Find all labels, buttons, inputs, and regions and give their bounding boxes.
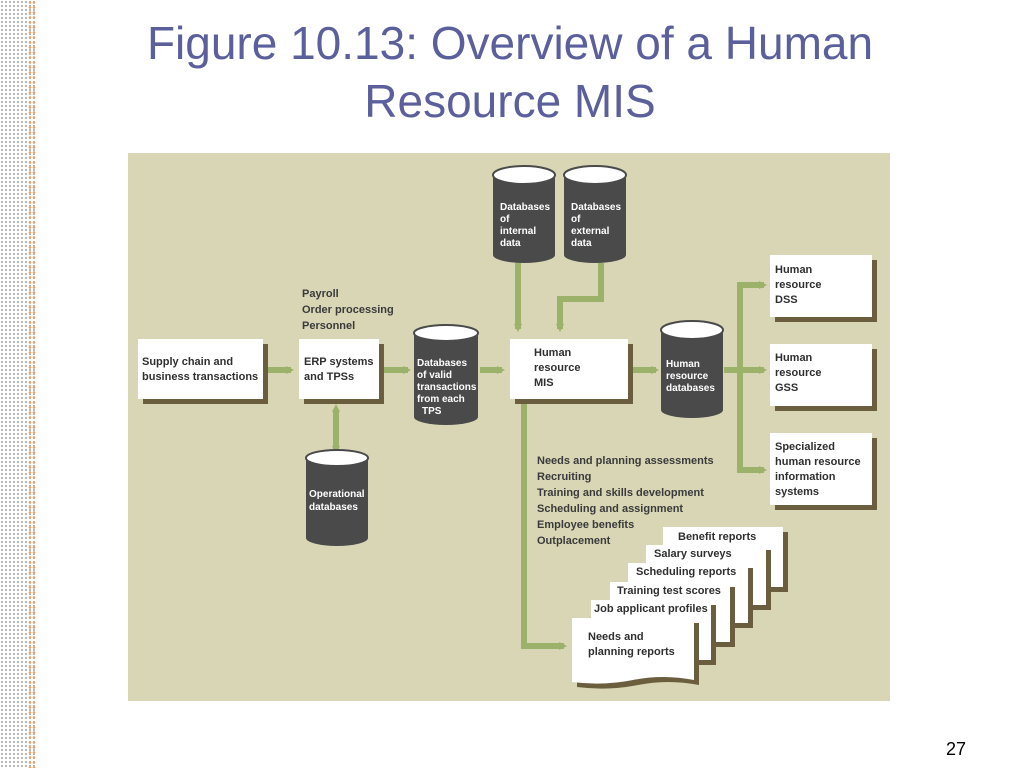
hr-gss-box: Human resource GSS	[770, 344, 877, 411]
hr-mis-box: Human resource MIS	[510, 339, 633, 404]
arrows	[264, 263, 767, 650]
arrow-mis-to-reports	[521, 399, 567, 650]
report-training-label: Training test scores	[617, 585, 721, 597]
hr-databases-cylinder: Human resource databases	[660, 320, 724, 418]
valid-transactions-db-label: Databases of valid transactions from eac…	[417, 358, 479, 417]
arrow-external-db-to-mis	[556, 263, 604, 332]
left-orange-dotted-stripe	[28, 0, 36, 768]
external-data-db-cylinder: Databases of external data	[563, 165, 627, 263]
erp-label: ERP systems and TPSs	[304, 356, 377, 383]
external-data-db-label: Databases of external data	[571, 202, 624, 249]
supply-chain-label: Supply chain and business transactions	[142, 356, 258, 383]
report-scheduling-label: Scheduling reports	[636, 566, 736, 578]
hr-databases-label: Human resource databases	[666, 359, 715, 394]
slide-title: Figure 10.13: Overview of a Human Resour…	[60, 14, 960, 130]
specialized-hr-systems-box: Specialized human resource information s…	[770, 433, 877, 510]
arrow-to-specialized	[737, 370, 767, 474]
slide-number: 27	[945, 739, 966, 759]
report-needs-planning-label: Needs and planning reports	[588, 631, 675, 658]
internal-data-db-label: Databases of internal data	[500, 202, 553, 249]
report-stack: Benefit reports Salary surveys Schedulin…	[572, 527, 788, 689]
valid-transactions-db-cylinder: Databases of valid transactions from eac…	[413, 324, 479, 425]
hr-dss-box: Human resource DSS	[770, 255, 877, 322]
title-line-2: Resource MIS	[364, 75, 656, 127]
arrow-to-dss	[724, 281, 767, 373]
hr-mis-label: Human resource MIS	[534, 347, 584, 389]
erp-box: ERP systems and TPSs	[299, 339, 384, 404]
mis-functions-list: Needs and planning assessments Recruitin…	[537, 455, 717, 547]
hr-mis-diagram: Supply chain and business transactions E…	[128, 153, 890, 701]
hr-gss-label: Human resource GSS	[775, 352, 825, 394]
report-needs-planning: Needs and planning reports	[572, 618, 699, 689]
specialized-hr-systems-label: Specialized human resource information s…	[775, 441, 864, 498]
operational-databases-cylinder: Operational databases	[305, 449, 369, 546]
report-salary-label: Salary surveys	[654, 548, 732, 560]
internal-data-db-cylinder: Databases of internal data	[492, 165, 556, 263]
report-applicant-label: Job applicant profiles	[594, 603, 708, 615]
operational-databases-label: Operational databases	[309, 489, 367, 513]
supply-chain-box: Supply chain and business transactions	[138, 339, 268, 404]
hr-dss-label: Human resource DSS	[775, 264, 825, 306]
diagram-canvas: Supply chain and business transactions E…	[128, 153, 890, 701]
title-line-1: Figure 10.13: Overview of a Human	[146, 17, 874, 69]
erp-outputs-list: Payroll Order processing Personnel	[302, 288, 397, 332]
report-benefit-label: Benefit reports	[678, 531, 756, 543]
